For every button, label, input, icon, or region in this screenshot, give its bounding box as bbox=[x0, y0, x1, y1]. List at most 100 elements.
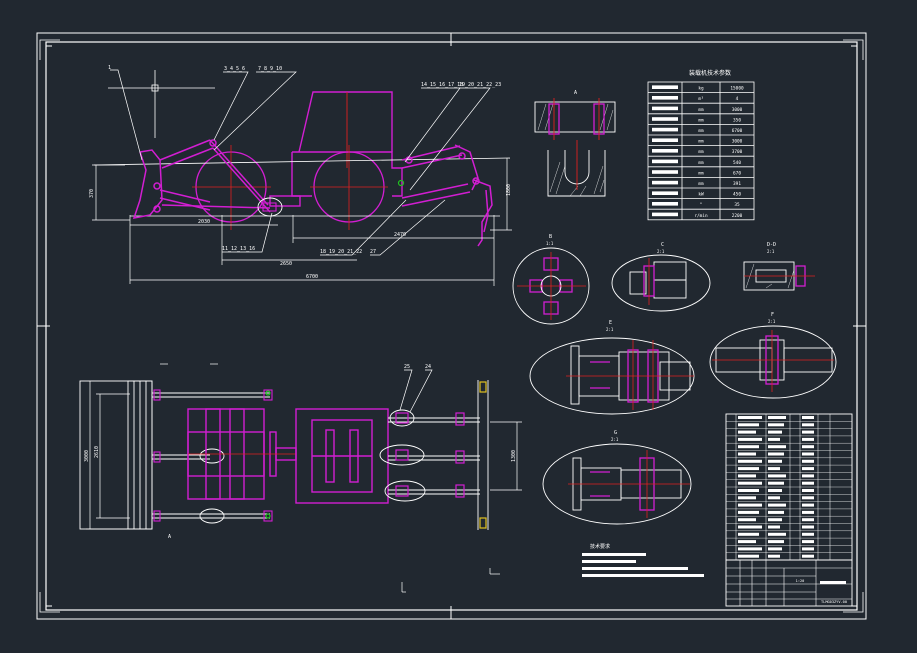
detail-d-scale: 2:1 bbox=[767, 249, 775, 254]
param-row-value: 4 bbox=[736, 96, 739, 102]
param-row-value: 2200 bbox=[732, 213, 743, 219]
dim-rear-span: 1300 bbox=[511, 450, 517, 462]
balloon-19-23: 19_20_21_22_23 bbox=[459, 82, 501, 88]
leader-24: 24 bbox=[425, 364, 431, 370]
param-row-name-block bbox=[652, 106, 678, 111]
param-row-unit: mm bbox=[698, 161, 704, 166]
param-row-name-block bbox=[652, 117, 678, 121]
side-leaders bbox=[110, 69, 491, 256]
detail-f: F 2:1 bbox=[709, 312, 837, 399]
side-view: 370 2030 2650 2470 6700 1800 1 3_4_5_6 7… bbox=[89, 65, 512, 286]
rear-frame bbox=[295, 408, 389, 504]
drawing-number: TLMG03ZYV-00 bbox=[821, 600, 847, 604]
dim-mid-length: 2650 bbox=[280, 261, 292, 267]
param-row-value: 450 bbox=[733, 192, 741, 198]
detail-g: G 2:1 bbox=[542, 430, 692, 525]
sheet-frame bbox=[36, 32, 867, 620]
param-row-value: 670 bbox=[733, 170, 741, 176]
param-row-name-block bbox=[652, 96, 678, 100]
title-block: TLMG03ZYV-00 1:20 bbox=[725, 559, 853, 607]
detail-c-scale: 2:1 bbox=[657, 249, 665, 254]
tech-notes-title: 技术要求 bbox=[590, 543, 610, 550]
balloon-18-22: 18_19_20_21_22 bbox=[320, 249, 362, 255]
dim-front-length: 2030 bbox=[198, 219, 210, 225]
param-row-name-block bbox=[652, 85, 678, 89]
dim-outer-width: 3000 bbox=[84, 450, 90, 462]
param-row-unit: kg bbox=[698, 86, 704, 92]
marker-A: A bbox=[168, 534, 171, 540]
detail-g-scale: 2:1 bbox=[611, 437, 619, 442]
parts-list-row bbox=[738, 423, 759, 427]
parts-list-row bbox=[738, 540, 756, 544]
parts-list-row bbox=[738, 510, 759, 514]
front-bucket-linkage bbox=[132, 139, 271, 219]
detail-b-scale: 1:1 bbox=[546, 241, 554, 246]
detail-f-scale: 2:1 bbox=[768, 319, 776, 324]
param-row-value: 3000 bbox=[732, 139, 743, 145]
param-row-value: 350 bbox=[733, 117, 741, 123]
param-row-unit: kW bbox=[698, 192, 704, 198]
parts-list-row bbox=[738, 489, 759, 492]
param-table-title: 装载机技术参数 bbox=[689, 69, 731, 77]
front-cylinders bbox=[152, 392, 270, 519]
side-dimensions bbox=[92, 158, 512, 286]
parts-list-row bbox=[738, 518, 756, 522]
parts-list-row bbox=[738, 532, 759, 536]
loader-cab bbox=[269, 91, 403, 207]
param-row-unit: mm bbox=[698, 108, 704, 113]
param-row-name-block bbox=[652, 202, 678, 206]
rear-arms bbox=[379, 380, 489, 530]
parts-list-row bbox=[738, 430, 756, 434]
param-row-name-block bbox=[652, 170, 678, 174]
detail-e-scale: 2:1 bbox=[606, 327, 614, 332]
param-row-value: 6700 bbox=[732, 128, 743, 134]
balloon-11-16: 11_12_13_16 bbox=[222, 246, 255, 252]
parts-list-row bbox=[738, 416, 762, 419]
param-row-name-block bbox=[652, 191, 678, 195]
balloon-7-10: 7_8_9_10 bbox=[258, 66, 282, 72]
detail-e-label: E bbox=[609, 320, 612, 326]
balloon-27: 27 bbox=[370, 249, 376, 255]
param-row-name-block bbox=[652, 138, 678, 142]
param-table: 装载机技术参数 kg 15000 m³ 4 mm 3000 mm 350 mm 6700 mm 300… bbox=[647, 69, 755, 221]
parts-list-row bbox=[738, 525, 762, 529]
param-row-value: 3000 bbox=[732, 107, 743, 113]
dim-right-height: 1800 bbox=[506, 184, 512, 196]
top-view: 3000 2610 bbox=[79, 363, 522, 593]
balloon-14-18: 14_15_16_17_18 bbox=[421, 82, 463, 88]
parts-list-row bbox=[738, 496, 756, 500]
detail-top-label: A bbox=[574, 90, 577, 96]
rear-arm-linkage bbox=[401, 144, 493, 247]
param-row-value: 391 bbox=[733, 181, 741, 187]
param-row-unit: mm bbox=[698, 150, 704, 155]
parts-list-row bbox=[738, 467, 759, 471]
leader-25: 25 bbox=[404, 364, 410, 370]
balloon-1: 1 bbox=[108, 65, 111, 71]
parts-list-row bbox=[738, 452, 756, 456]
parts-list-row bbox=[738, 503, 762, 507]
detail-c-label: C bbox=[661, 242, 664, 248]
detail-d-label: D-D bbox=[767, 242, 776, 248]
detail-f-label: F bbox=[771, 312, 774, 318]
param-row-unit: mm bbox=[698, 171, 704, 176]
dim-total-length: 6700 bbox=[306, 274, 318, 280]
param-row-unit: ° bbox=[700, 202, 703, 208]
param-row-value: 15000 bbox=[730, 86, 744, 92]
parts-list-row bbox=[738, 554, 759, 558]
param-row-unit: mm bbox=[698, 182, 704, 187]
param-row-name-block bbox=[652, 180, 678, 185]
param-row-unit: m³ bbox=[698, 96, 703, 102]
parts-list-row bbox=[738, 547, 762, 551]
front-pin-detail-circle bbox=[257, 197, 283, 217]
param-row-name-block bbox=[652, 149, 678, 153]
scale-mark: 1:20 bbox=[796, 579, 805, 583]
param-row-value: 35 bbox=[734, 202, 740, 208]
detail-d: D-D 2:1 bbox=[743, 242, 815, 291]
detail-g-label: G bbox=[614, 430, 617, 436]
param-row-name-block bbox=[652, 127, 678, 132]
detail-e: E 2:1 bbox=[529, 320, 695, 415]
param-row-name-block bbox=[652, 159, 678, 164]
param-row-value: 540 bbox=[733, 160, 741, 166]
parts-list-row bbox=[738, 459, 762, 463]
